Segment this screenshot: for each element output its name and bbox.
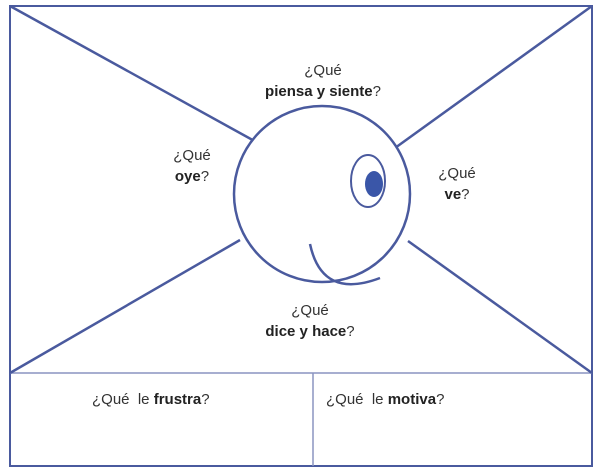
- piensa-bold: piensa y siente: [265, 83, 373, 100]
- label-dice-y-hace: ¿Qué dice y hace?: [240, 300, 380, 342]
- frustra-pre: ¿Qué le: [92, 391, 154, 408]
- dice-post: ?: [346, 323, 355, 340]
- eye-pupil: [365, 171, 383, 197]
- ve-post: ?: [461, 186, 470, 203]
- oye-post: ?: [200, 168, 210, 185]
- label-motiva: ¿Qué le motiva?: [326, 389, 444, 410]
- motiva-post: ?: [436, 391, 445, 408]
- piensa-pre: ¿Qué: [304, 62, 342, 79]
- diagonal-top-right: [394, 4, 593, 150]
- face-circle: [232, 104, 412, 284]
- motiva-pre: ¿Qué le: [326, 391, 388, 408]
- motiva-bold: motiva: [387, 391, 437, 408]
- oye-bold: oye: [174, 168, 201, 185]
- label-frustra: ¿Qué le frustra?: [92, 389, 210, 410]
- face-smile: [308, 243, 381, 286]
- label-oye: ¿Qué oye?: [160, 145, 224, 187]
- piensa-post: ?: [372, 83, 381, 100]
- diagonal-bottom-left: [9, 238, 241, 375]
- label-piensa-y-siente: ¿Qué piensa y siente?: [244, 60, 402, 102]
- diagonal-top-left: [9, 4, 259, 145]
- dice-bold: dice y hace: [265, 323, 347, 340]
- label-ve: ¿Qué ve?: [425, 163, 489, 205]
- frustra-post: ?: [201, 391, 210, 408]
- oye-pre: ¿Qué: [173, 147, 211, 164]
- diagonal-bottom-right: [407, 239, 593, 375]
- outer-frame: [9, 5, 593, 467]
- ve-bold: ve: [444, 186, 462, 203]
- ve-pre: ¿Qué: [438, 165, 476, 182]
- frustra-bold: frustra: [153, 391, 202, 408]
- dice-pre: ¿Qué: [291, 302, 329, 319]
